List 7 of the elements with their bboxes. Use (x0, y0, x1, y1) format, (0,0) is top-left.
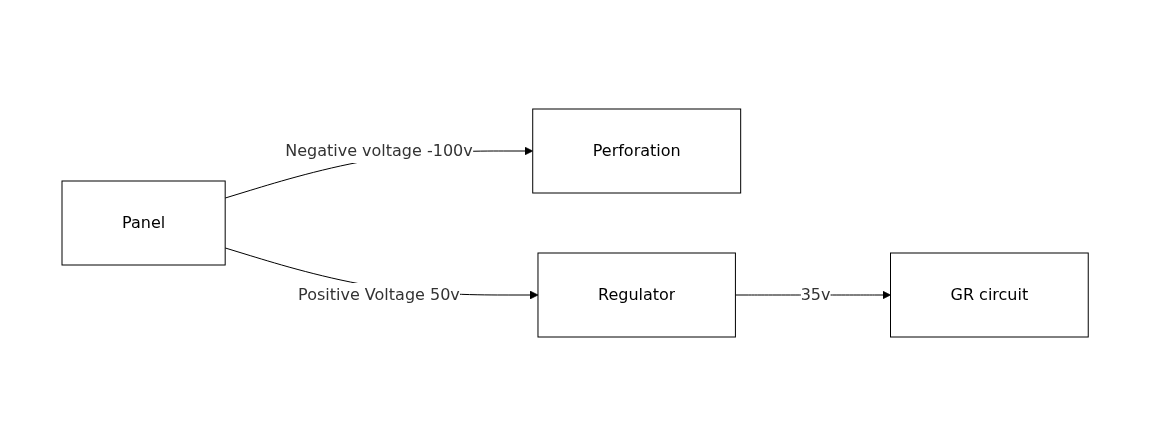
node-box: Perforation (532, 108, 742, 194)
node-box: Panel (61, 180, 226, 266)
node-box: GR circuit (889, 252, 1089, 338)
node-box: Regulator (537, 252, 736, 338)
edge-label: Positive Voltage 50v (297, 285, 460, 304)
edge-label: 35v (800, 285, 831, 304)
edge-label: Negative voltage -100v (285, 141, 473, 160)
